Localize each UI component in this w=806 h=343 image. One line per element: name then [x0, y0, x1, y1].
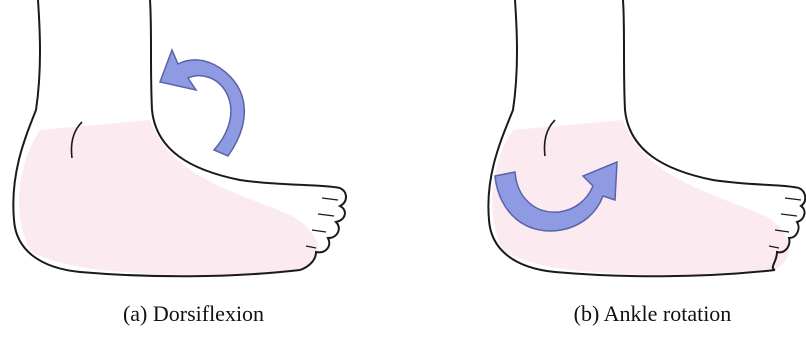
- foot-drawing-a: [0, 0, 403, 300]
- foot-shading: [492, 120, 789, 275]
- caption-dorsiflexion: (a) Dorsiflexion: [0, 303, 395, 325]
- caption-ankle-rotation: (b) Ankle rotation: [451, 303, 806, 325]
- panel-dorsiflexion: (a) Dorsiflexion: [0, 0, 403, 343]
- panel-ankle-rotation: (b) Ankle rotation: [403, 0, 806, 343]
- foot-shading: [19, 120, 318, 275]
- leg-front-outline: [150, 0, 340, 188]
- dorsiflexion-arrow: [160, 50, 244, 156]
- foot-drawing-b: [403, 0, 806, 300]
